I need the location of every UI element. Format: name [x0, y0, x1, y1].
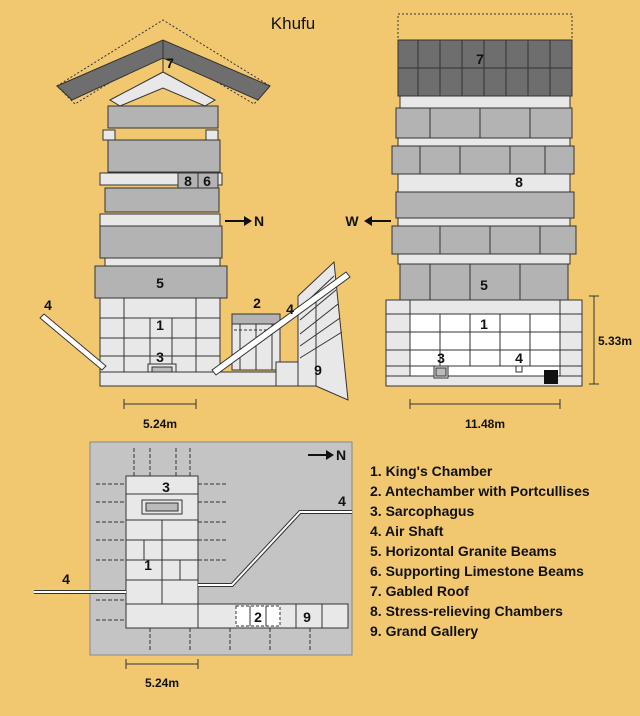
gallery-step	[299, 317, 341, 347]
label-roof: 7	[476, 51, 484, 67]
plan-direction-label: N	[336, 447, 346, 463]
legend-item: 4. Air Shaft	[370, 523, 444, 539]
spacer-row	[399, 95, 571, 109]
gallery-step	[299, 331, 343, 359]
floor-corridor	[99, 371, 291, 387]
diagram-title: Khufu	[271, 14, 315, 33]
label-gallery: 9	[314, 362, 322, 378]
granite-layer-b	[107, 139, 221, 173]
air-shaft-left	[39, 313, 107, 371]
spacer-row	[397, 137, 571, 147]
legend-item: 1. King's Chamber	[370, 463, 493, 479]
plan-joints	[126, 493, 198, 605]
section-north: N 7 8 6 5 1 2 4 4 3 9 5.24m	[39, 19, 351, 431]
granite-layer-b	[391, 145, 575, 175]
plan-width-dimension: 5.24m	[145, 676, 179, 690]
roof-outline	[56, 19, 271, 105]
spacer-block	[205, 129, 219, 141]
label-sarcophagus: 3	[156, 349, 164, 365]
width-dimension: 11.48m	[465, 417, 505, 431]
granite-beams	[94, 265, 228, 299]
sarcophagus-inner	[435, 367, 447, 377]
air-shaft-opening	[515, 365, 523, 373]
granite-layer-a	[107, 105, 219, 129]
granite-joints	[419, 108, 546, 300]
gallery-step	[299, 289, 337, 321]
gallery-step	[299, 303, 339, 335]
plan-label-sarcophagus: 3	[162, 479, 170, 495]
section-west: W 7 8 5 1 3 4 11.48m 5.33m	[345, 13, 632, 431]
direction-label: N	[254, 213, 264, 229]
roof-outline	[397, 13, 573, 41]
plan-label-shaft-right: 4	[338, 493, 346, 509]
height-dimension-line	[589, 295, 599, 385]
plan-dimension-line	[125, 659, 199, 669]
label-king: 1	[480, 316, 488, 332]
shaft-entry	[544, 370, 558, 384]
granite-layer-d	[391, 225, 577, 255]
label-ante: 2	[253, 295, 261, 311]
plan-sarcophagus-inner	[145, 502, 179, 512]
granite-layer-c	[104, 187, 220, 213]
plan-air-shaft-right-fill	[198, 511, 352, 586]
label-sarcophagus: 3	[437, 350, 445, 366]
antechamber-roof	[231, 313, 281, 325]
granite-layer-a	[395, 107, 573, 139]
label-shaft-left: 4	[44, 297, 52, 313]
roof-joints	[398, 40, 572, 96]
grand-gallery	[297, 260, 349, 401]
plan-label-gallery: 9	[303, 609, 311, 625]
air-shaft-right	[211, 271, 351, 376]
arrow-right-icon	[225, 216, 252, 226]
label-chamber: 8	[184, 173, 192, 189]
legend-item: 7. Gabled Roof	[370, 583, 469, 599]
label-granite: 5	[480, 277, 488, 293]
height-dimension: 5.33m	[598, 334, 632, 348]
legend-item: 5. Horizontal Granite Beams	[370, 543, 557, 559]
legend-item: 8. Stress-relieving Chambers	[370, 603, 563, 619]
legend-item: 3. Sarcophagus	[370, 503, 474, 519]
roof-wedge	[108, 71, 217, 107]
spacer-row	[397, 253, 571, 265]
label-king: 1	[156, 317, 164, 333]
floor-row	[385, 375, 583, 387]
arrow-right-icon	[308, 450, 334, 460]
direction-label: W	[345, 213, 359, 229]
label-beam: 6	[203, 173, 211, 189]
legend-item: 2. Antechamber with Portcullises	[370, 483, 590, 499]
spacer-row	[104, 257, 221, 267]
dimension-line	[123, 399, 197, 409]
label-granite: 5	[156, 275, 164, 291]
plan-label-king: 1	[144, 557, 152, 573]
label-shaft-right: 4	[286, 301, 294, 317]
legend: 1. King's Chamber 2. Antechamber with Po…	[370, 463, 590, 639]
label-shaft: 4	[515, 350, 523, 366]
legend-item: 9. Grand Gallery	[370, 623, 478, 639]
width-dimension: 5.24m	[143, 417, 177, 431]
spacer-block	[102, 129, 116, 141]
granite-layer-d	[99, 225, 223, 259]
granite-layer-c	[395, 191, 575, 219]
spacer-row	[397, 217, 571, 227]
spacer-row	[99, 213, 221, 227]
arrow-left-icon	[364, 216, 391, 226]
floor-step	[275, 361, 299, 387]
plan-label-ante: 2	[254, 609, 262, 625]
plan-view: N 3 4 1 4 2 9 5.24m	[34, 441, 353, 690]
chamber-joints	[386, 300, 582, 386]
plan-antechamber	[235, 605, 281, 627]
width-dimension-line	[409, 399, 561, 409]
plan-label-shaft-left: 4	[62, 571, 70, 587]
spacer-row	[397, 173, 571, 193]
plan-grid-ticks	[96, 448, 311, 650]
legend-item: 6. Supporting Limestone Beams	[370, 563, 584, 579]
label-chambers: 8	[515, 174, 523, 190]
label-roof: 7	[166, 55, 174, 71]
granite-beams	[399, 263, 569, 301]
